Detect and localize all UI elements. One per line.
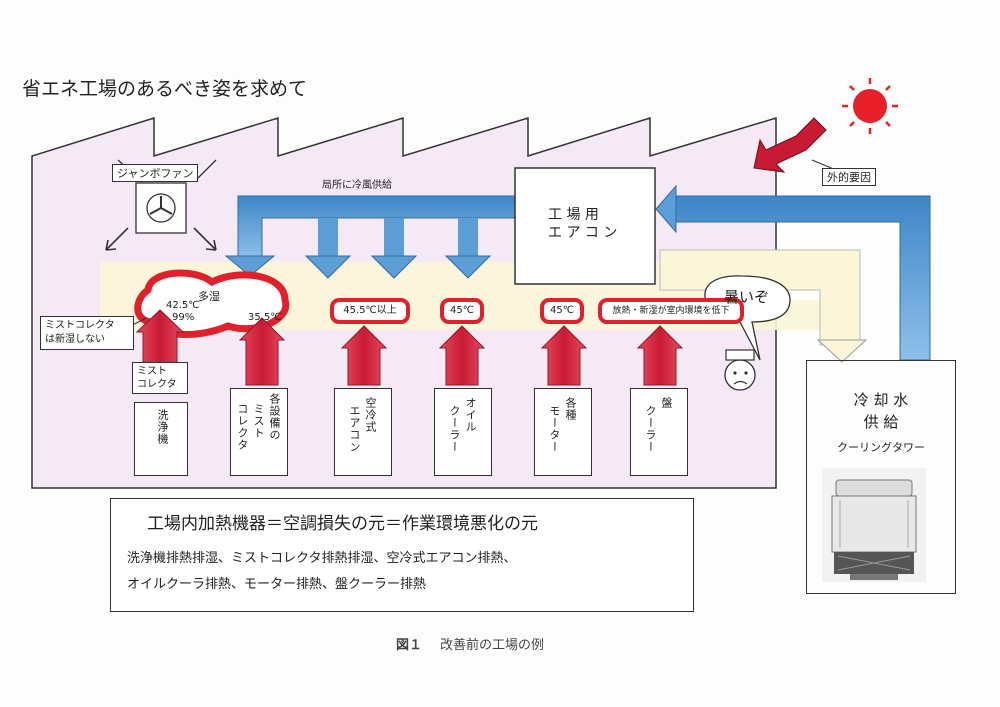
summary-headline: 工場内加熱機器＝空調損失の元＝作業環境悪化の元: [147, 514, 538, 534]
machine-motors: 各種 モーター: [534, 388, 592, 476]
factory-ac-label-2: エ ア コ ン: [548, 225, 618, 241]
machine-air-cooled-ac: 空冷式 エアコン: [334, 388, 392, 476]
external-factor-label: 外的要因: [822, 168, 876, 186]
worker-face-icon: [724, 349, 756, 391]
local-supply-label: 局所に冷風供給: [322, 180, 392, 191]
summary-line2: オイルクーラ排熱、モーター排熱、盤クーラー排熱: [127, 577, 427, 592]
cool-air-drops: [304, 218, 492, 279]
mist-note-line1: ミストコレクタ: [45, 320, 115, 331]
temp-tag-panel: 放熱・新湿が室内環境を低下: [598, 298, 744, 324]
external-heat-arrow: [753, 117, 827, 173]
page-title: 省エネ工場のあるべき姿を求めて: [22, 78, 308, 100]
factory-ac-label-1: 工 場 用: [548, 207, 599, 223]
humidity-percent: 99%: [172, 312, 195, 323]
humidity-temp: 42.5℃: [166, 300, 200, 311]
temp-tag-motor: 45℃: [540, 298, 584, 324]
figure-number: 図１: [396, 638, 423, 653]
summary-box: 工場内加熱機器＝空調損失の元＝作業環境悪化の元 洗浄機排熱排湿、ミストコレクタ排…: [110, 498, 694, 612]
hot-speech-text: 暑いぞ: [724, 288, 770, 306]
mist-note-box: ミストコレクタ は新湿しない: [40, 316, 134, 350]
cooling-water-box: 冷 却 水 供 給 クーリングタワー: [806, 360, 956, 594]
machine-panel-cooler: 盤 クーラー: [630, 388, 688, 476]
sun-icon: [842, 78, 898, 134]
factory-ac-unit: [514, 167, 656, 285]
temp-tag-mist: 35.5℃: [248, 312, 282, 323]
machine-mist-collector: 各設備の ミスト コレクタ: [230, 388, 288, 476]
jumbo-fan: [105, 159, 217, 251]
temp-tag-aircon: 45.5℃以上: [330, 298, 410, 324]
machine-washer: 洗浄機: [134, 402, 188, 476]
mist-note-line2: は新湿しない: [45, 334, 105, 345]
machine-oil-cooler: オイル クーラー: [434, 388, 492, 476]
temp-tag-oil: 45℃: [440, 298, 484, 324]
summary-line1: 洗浄機排熱排湿、ミストコレクタ排熱排湿、空冷式エアコン排熱、: [127, 551, 517, 566]
mist-box-line1: ミスト: [137, 366, 167, 377]
cooling-water-label-2: 供 給: [863, 413, 899, 431]
heat-arrows: [135, 309, 684, 386]
cooling-tower-image: [822, 468, 926, 582]
cooling-tower-label: クーリングタワー: [837, 441, 925, 454]
jumbo-fan-label: ジャンボファン: [112, 164, 199, 182]
cooling-water-label-1: 冷 却 水: [853, 391, 909, 409]
mist-collector-box: ミスト コレクタ: [132, 362, 188, 394]
humidity-label: 多湿: [198, 290, 220, 303]
figure-caption: 改善前の工場の例: [440, 638, 545, 653]
mist-box-line2: コレクタ: [137, 379, 177, 390]
